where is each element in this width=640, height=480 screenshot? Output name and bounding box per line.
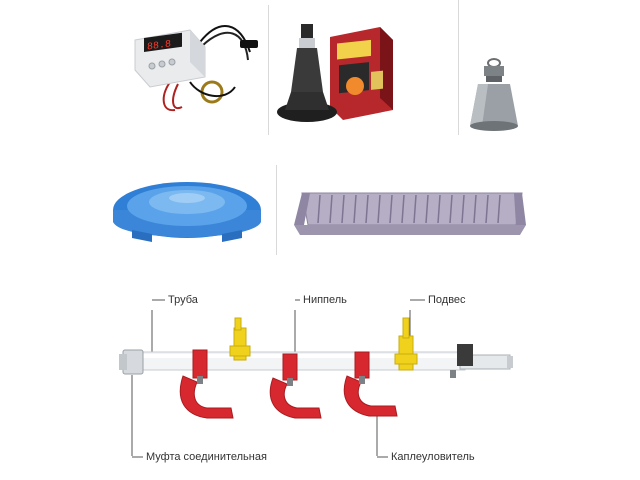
heat-lamp-box-image xyxy=(275,22,395,127)
divider-top-1 xyxy=(268,5,269,135)
coupling-label: Муфта соединительная xyxy=(146,451,267,463)
round-feeder-image xyxy=(112,170,262,250)
nipple-drinker-diagram xyxy=(115,300,525,456)
pipe-label: Труба xyxy=(168,294,198,306)
divider-top-2 xyxy=(458,0,459,135)
hanger-label: Подвес xyxy=(428,294,466,306)
nipple-label: Ниппель xyxy=(303,294,347,306)
lamp-holder-image xyxy=(468,58,520,133)
drip-cup-label: Каплеуловитель xyxy=(391,451,475,463)
svg-text:88.8: 88.8 xyxy=(147,39,171,53)
divider-mid-1 xyxy=(276,165,277,255)
thermostat-image: 88.8 xyxy=(130,12,260,122)
trough-feeder-image xyxy=(290,185,530,240)
